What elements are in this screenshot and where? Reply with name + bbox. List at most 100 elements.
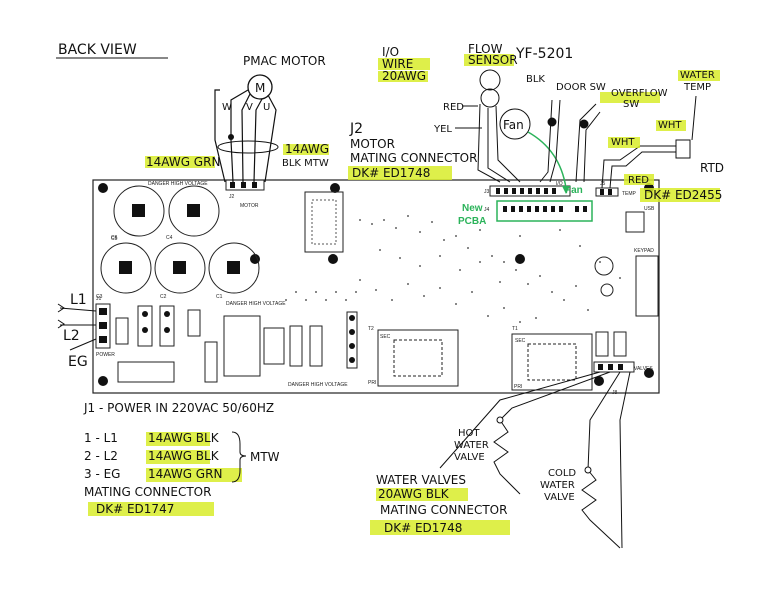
- motor-ground-wire: 14AWG GRN: [146, 155, 220, 169]
- pcb-board: [92, 179, 660, 394]
- temp-wire-red: RED: [628, 175, 649, 186]
- power-row3-pin: 3 - EG: [84, 467, 120, 481]
- power-connector-label: MATING CONNECTOR: [84, 485, 211, 499]
- j4-header-pins: J4: [484, 206, 587, 213]
- svg-text:PRI: PRI: [368, 380, 376, 386]
- power-input-leads: [57, 303, 97, 351]
- capacitor-c2: C2: [160, 242, 260, 300]
- io-line1: I/O: [382, 45, 399, 59]
- transformer-t1: [511, 333, 593, 391]
- water-temp-line2: TEMP: [683, 82, 711, 93]
- svg-text:SEC: SEC: [515, 338, 526, 344]
- svg-text:USB: USB: [644, 206, 655, 212]
- svg-text:C6: C6: [111, 235, 118, 241]
- power-row2-pin: 2 - L2: [84, 449, 118, 463]
- valve-wire-line2: 20AWG BLK: [378, 487, 450, 501]
- capacitor-c4: C4: [166, 185, 220, 241]
- svg-text:C4: C4: [166, 235, 173, 241]
- motor-label: PMAC MOTOR: [243, 54, 326, 68]
- svg-text:C3: C3: [96, 294, 103, 300]
- j2-title: J2: [349, 121, 363, 137]
- cold-valve-line2: WATER: [540, 480, 575, 491]
- svg-text:J4: J4: [484, 207, 490, 213]
- svg-text:J1: J1: [96, 296, 102, 302]
- svg-text:KEYPAD: KEYPAD: [634, 248, 654, 254]
- flow-wire-blk: BLK: [526, 74, 545, 85]
- svg-text:SEC: SEC: [380, 334, 391, 340]
- svg-text:C5: C5: [111, 236, 118, 242]
- overflow-line1: OVERFLOW: [611, 88, 668, 99]
- valve-connector-label: MATING CONNECTOR: [380, 503, 507, 517]
- svg-text:Fan: Fan: [503, 118, 524, 132]
- motor-wire-spec2: BLK MTW: [282, 158, 329, 169]
- temp-part: DK# ED2455: [644, 188, 722, 202]
- power-connector-part: DK# ED1747: [96, 502, 174, 516]
- new-pcba-box: [496, 200, 593, 222]
- hot-valve-line1: HOT: [458, 428, 480, 439]
- danger-label-bottom: DANGER HIGH VOLTAGE: [288, 382, 348, 388]
- svg-text:T1: T1: [512, 326, 518, 332]
- overflow-switch: [575, 103, 601, 183]
- overflow-line2: SW: [623, 99, 639, 110]
- svg-text:C2: C2: [160, 294, 167, 300]
- io-line3: 20AWG: [382, 69, 426, 83]
- flow-sensor: [477, 69, 521, 183]
- door-switch-label: DOOR SW: [556, 82, 606, 93]
- j1-power-header: J1 POWER: [95, 296, 115, 358]
- mtw-brace: [231, 431, 247, 483]
- door-switch: [539, 99, 561, 183]
- line-label-eg: EG: [68, 354, 88, 370]
- diagram-title: BACK VIEW: [58, 42, 137, 58]
- rtd-sensor: [601, 95, 697, 189]
- capacitor-c5: C5: [100, 236, 152, 294]
- power-in-title: J1 - POWER IN 220VAC 50/60HZ: [83, 401, 274, 415]
- danger-label-top: DANGER HIGH VOLTAGE: [148, 181, 208, 187]
- cold-valve-line1: COLD: [548, 468, 576, 479]
- svg-text:MOTOR: MOTOR: [240, 203, 259, 209]
- j2-line2: MATING CONNECTOR: [350, 151, 477, 165]
- svg-text:W: W: [222, 102, 232, 113]
- j2-motor-header: J2 MOTOR: [225, 179, 265, 209]
- danger-label-mid: DANGER HIGH VOLTAGE: [226, 301, 286, 307]
- svg-text:T2: T2: [368, 326, 374, 332]
- pmac-motor: PMAC MOTOR M W V U: [214, 54, 326, 183]
- flow-wire-red: RED: [443, 102, 464, 113]
- flow-model: YF-5201: [515, 46, 573, 62]
- main-ic: [304, 191, 344, 253]
- pcb-traces: [285, 215, 621, 323]
- cold-valve-line3: VALVE: [544, 492, 575, 503]
- svg-text:VALVES: VALVES: [634, 366, 653, 372]
- svg-text:TEMP: TEMP: [622, 191, 637, 197]
- transformer-t2: [377, 329, 459, 387]
- flow-line1: FLOW: [468, 42, 503, 56]
- svg-text:I/O: I/O: [556, 181, 563, 187]
- line-label-l2: L2: [63, 328, 80, 344]
- keypad-header: [635, 255, 659, 317]
- fan-arrow-label: Fan: [565, 185, 583, 196]
- pcba-line2: PCBA: [458, 216, 486, 227]
- io-line2: WIRE: [382, 57, 413, 71]
- power-row1-spec: 14AWG BLK: [148, 431, 220, 445]
- hot-valve-line2: WATER: [454, 440, 489, 451]
- svg-text:PRI: PRI: [514, 384, 522, 390]
- fan: Fan: [499, 108, 570, 194]
- power-components: [115, 305, 358, 383]
- svg-text:J3: J3: [484, 189, 490, 195]
- usb-port: [625, 211, 645, 233]
- temp-wire-wht1: WHT: [611, 137, 635, 148]
- water-temp-line1: WATER: [680, 70, 715, 81]
- line-label-l1: L1: [70, 292, 87, 308]
- hot-valve-line3: VALVE: [454, 452, 485, 463]
- j2-part: DK# ED1748: [352, 166, 430, 180]
- pcba-line1: New: [462, 203, 483, 214]
- motor-wire-spec: 14AWG: [285, 142, 329, 156]
- motor-symbol: M: [255, 81, 265, 95]
- mtw-label: MTW: [250, 450, 280, 464]
- svg-text:V: V: [246, 102, 253, 113]
- svg-text:J2: J2: [229, 194, 235, 200]
- j3-flow-header: J3 I/O: [484, 181, 571, 197]
- svg-text:U: U: [263, 102, 270, 113]
- flow-line2: SENSOR: [468, 53, 518, 67]
- capacitor-c1-label: C1: [216, 294, 223, 300]
